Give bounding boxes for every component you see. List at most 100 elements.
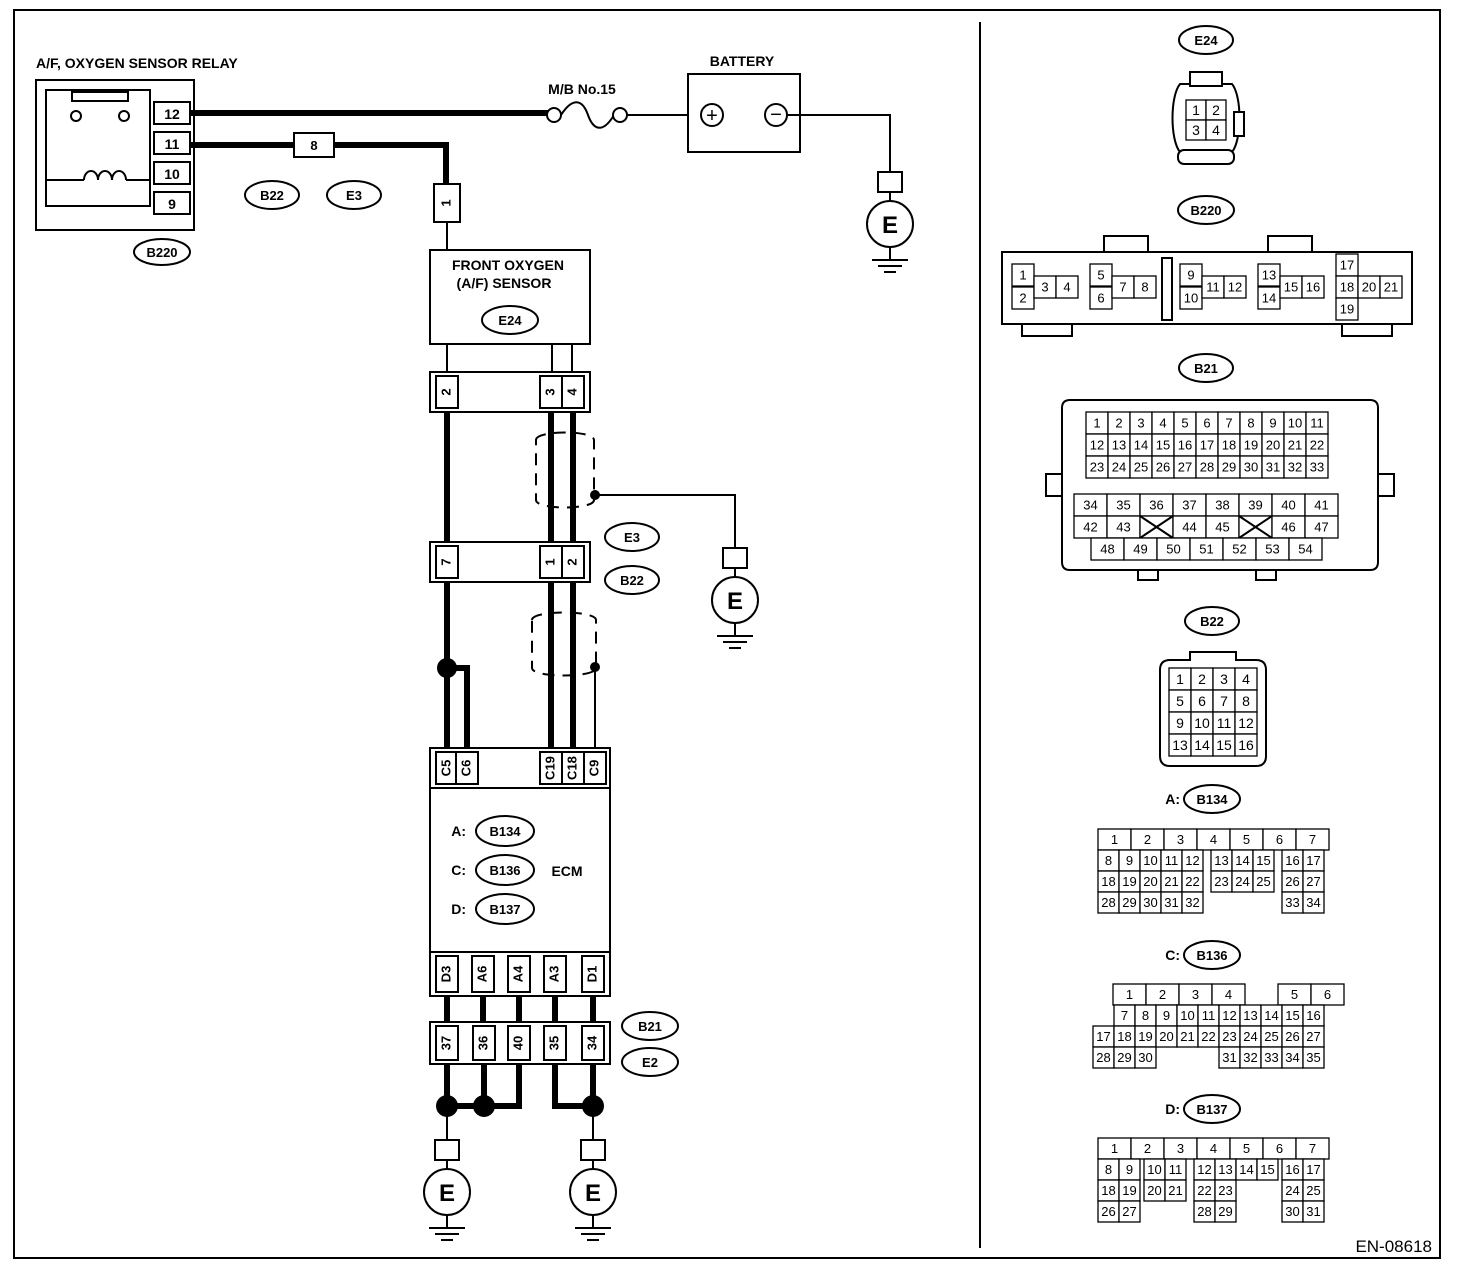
pin-number: 5	[1181, 416, 1188, 431]
pin-slot	[472, 1025, 496, 1061]
pin-number: 40	[1281, 498, 1295, 513]
pin-label: C5	[438, 760, 453, 777]
pin-number: 36	[1149, 498, 1163, 513]
pin-cell	[1302, 891, 1325, 914]
pin-number: 17	[1340, 258, 1354, 273]
pin-number: 28	[1200, 460, 1214, 475]
tag-label: E2	[642, 1055, 658, 1070]
shield-lower	[531, 611, 597, 677]
pin-label: 35	[546, 1036, 561, 1050]
pin-number: 4	[1212, 122, 1220, 138]
pin-number: 3	[1177, 1141, 1184, 1156]
pin-number: 32	[1243, 1050, 1257, 1065]
wire-ground-bundle	[444, 1064, 596, 1109]
tag-e3-mid	[604, 522, 660, 552]
pin-cell	[1256, 1158, 1279, 1181]
fuse-icon	[560, 101, 615, 129]
cavity-cross	[1139, 515, 1174, 539]
ground-symbol: E	[585, 1180, 601, 1207]
pin-number: 42	[1083, 520, 1097, 535]
pin-number: 11	[1310, 416, 1324, 431]
splice-dot	[473, 1095, 495, 1117]
fuse-terminal	[546, 107, 562, 123]
connector-tag-label: E24	[498, 313, 522, 328]
pin-number: 10	[1180, 1008, 1194, 1023]
pin-number: 35	[1306, 1050, 1320, 1065]
pin-slot	[455, 751, 479, 785]
connector-prefix: C:	[1165, 947, 1180, 963]
pin-number: 17	[1200, 438, 1214, 453]
pin-number: 30	[1143, 895, 1157, 910]
pin-number: 2	[1144, 1141, 1151, 1156]
pin-cell	[1305, 455, 1329, 479]
pin-number: 28	[1096, 1050, 1110, 1065]
pin-number: 29	[1122, 895, 1136, 910]
pin-label: 37	[438, 1036, 453, 1050]
joint-pin: 8	[310, 138, 317, 153]
pin-number: 31	[1164, 895, 1178, 910]
pin-number: 5	[1243, 832, 1250, 847]
pin-cell	[1302, 1200, 1325, 1223]
pin-number: 1	[1192, 102, 1200, 118]
pin-slot	[435, 1025, 459, 1061]
ground-symbol: E	[727, 588, 743, 615]
pin-number: 4	[1210, 832, 1217, 847]
pin-number: 33	[1310, 460, 1324, 475]
pin-number: 19	[1244, 438, 1258, 453]
pin-number: 22	[1197, 1183, 1211, 1198]
pin-number: 21	[1288, 438, 1302, 453]
pin-number: 12	[1197, 1162, 1211, 1177]
pin-number: 16	[1285, 1162, 1299, 1177]
pin-number: 26	[1101, 1204, 1115, 1219]
pin-label: D3	[438, 966, 453, 983]
pin-number: 27	[1306, 1029, 1320, 1044]
pin-number: 7	[1309, 832, 1316, 847]
pin-number: 22	[1201, 1029, 1215, 1044]
pin-number: 19	[1340, 302, 1354, 317]
pin-number: 9	[1187, 268, 1194, 283]
pin-number: 2	[1212, 102, 1220, 118]
pin-number: 24	[1112, 460, 1126, 475]
pin-number: 20	[1266, 438, 1280, 453]
pin-number: 8	[1141, 280, 1148, 295]
pin-slot	[581, 955, 605, 993]
pin-number: 48	[1100, 542, 1114, 557]
battery-minus: −	[770, 104, 782, 126]
battery-plus-icon	[700, 103, 724, 127]
relay-pin: 12	[164, 106, 180, 122]
ground-icon: E	[711, 547, 759, 649]
pin-number: 30	[1285, 1204, 1299, 1219]
pin-number: 33	[1264, 1050, 1278, 1065]
pin-number: 20	[1147, 1183, 1161, 1198]
pin-number: 15	[1256, 853, 1270, 868]
pin-number: 2	[1115, 416, 1122, 431]
sensor-subtitle: (A/F) SENSOR	[457, 275, 552, 291]
tag-b22	[244, 180, 300, 210]
pin-number: 54	[1298, 542, 1312, 557]
pin-cell	[1223, 275, 1247, 299]
tag-e2	[621, 1047, 679, 1077]
pin-cell	[1301, 275, 1325, 299]
pin-label: 36	[475, 1036, 490, 1050]
pin-number: 7	[1225, 416, 1232, 431]
pin-cell	[1257, 263, 1281, 287]
pin-cell	[1133, 275, 1157, 299]
pin-label: A6	[474, 966, 489, 983]
pin-number: 9	[1126, 853, 1133, 868]
pin-cell	[1179, 263, 1203, 287]
pin-number: 9	[1269, 416, 1276, 431]
pin: 3	[542, 388, 557, 395]
pin-number: 33	[1285, 895, 1299, 910]
joint-connector	[293, 132, 335, 158]
pin-number: 6	[1203, 416, 1210, 431]
pin: 4	[564, 388, 579, 396]
pin-number: 11	[1217, 715, 1232, 731]
pin-number: 13	[1172, 737, 1188, 753]
pin-number: 6	[1276, 1141, 1283, 1156]
pin-number: 11	[1206, 280, 1220, 295]
pin-cell	[1011, 263, 1035, 287]
pin-number: 31	[1306, 1204, 1320, 1219]
pin-number: 18	[1222, 438, 1236, 453]
